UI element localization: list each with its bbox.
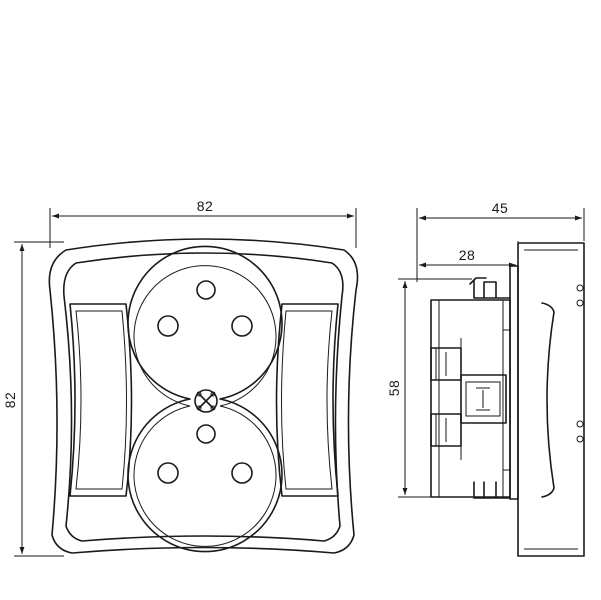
side-view: 45 28 58 bbox=[386, 200, 585, 557]
front-height-label: 82 bbox=[2, 392, 18, 409]
upper-earth-pin-hole bbox=[196, 280, 216, 300]
side-depth-body-dimension: 28 bbox=[419, 241, 519, 268]
side-depth-total-label: 45 bbox=[492, 200, 509, 216]
lower-earth-pin-hole bbox=[196, 424, 216, 444]
left-key bbox=[69, 303, 133, 497]
cover-plate bbox=[517, 242, 585, 557]
terminal-block bbox=[430, 329, 510, 471]
mounting-flange bbox=[509, 265, 519, 500]
front-width-dimension: 82 bbox=[49, 198, 357, 248]
upper-right-hole bbox=[231, 315, 253, 337]
front-view: 82 82 bbox=[2, 198, 359, 557]
center-screw-icon bbox=[194, 389, 218, 413]
left-key-inner bbox=[75, 310, 127, 490]
front-height-dimension: 82 bbox=[2, 241, 64, 557]
socket-body bbox=[430, 299, 511, 498]
side-key-profile bbox=[541, 302, 555, 498]
socket-outline-inner bbox=[133, 265, 277, 547]
lower-right-hole bbox=[231, 462, 253, 484]
side-depth-total-dimension: 45 bbox=[416, 200, 585, 282]
right-key bbox=[275, 303, 339, 497]
socket-outline bbox=[127, 245, 283, 553]
side-height-body-label: 58 bbox=[386, 380, 402, 397]
outer-frame bbox=[48, 238, 359, 554]
upper-left-hole bbox=[157, 315, 179, 337]
side-depth-body-label: 28 bbox=[459, 247, 476, 263]
front-width-label: 82 bbox=[197, 198, 214, 214]
right-key-inner bbox=[281, 310, 333, 490]
lower-left-hole bbox=[157, 462, 179, 484]
inner-frame bbox=[62, 252, 344, 542]
side-height-body-dimension: 58 bbox=[386, 278, 472, 498]
